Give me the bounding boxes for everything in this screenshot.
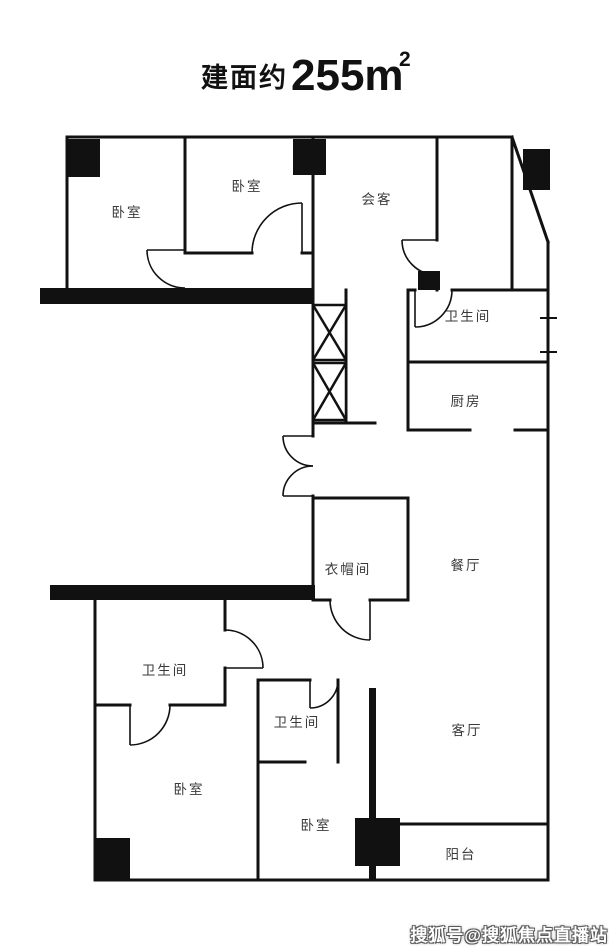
column-top-right — [523, 149, 550, 190]
room-label-balcony: 阳台 — [446, 847, 477, 862]
plan-title: 建面约 255m 2 — [201, 48, 411, 100]
door-reception — [401, 239, 438, 276]
room-label-bedroom-bottom-mid: 卧室 — [301, 817, 332, 833]
door-bath-top — [414, 289, 453, 328]
elevator-shaft-2 — [311, 361, 348, 422]
room-labels: 卧室 卧室 会客 卫生间 厨房 餐厅 衣帽间 卫生间 卫生间 卧室 卧室 客厅 … — [112, 178, 492, 862]
walls-layer — [65, 135, 557, 882]
thick-wall-living-divider — [369, 688, 376, 880]
column-bottom-left — [95, 838, 130, 880]
thick-wall-band-upper — [40, 288, 312, 304]
title-area-text: 255m — [291, 51, 404, 100]
room-label-kitchen: 厨房 — [451, 394, 482, 409]
title-prefix-text: 建面约 — [201, 63, 288, 93]
column-bottom-middle — [355, 818, 400, 866]
column-bathroom-top — [418, 271, 440, 290]
room-label-bath-left: 卫生间 — [142, 663, 189, 678]
door-entry-double-upper — [282, 435, 314, 467]
title-superscript-text: 2 — [399, 48, 411, 71]
watermark-text: 搜狐号@搜狐焦点直播站 — [410, 926, 608, 945]
room-label-bath-top: 卫生间 — [445, 309, 492, 324]
door-bedroom-bottom-left — [129, 704, 171, 746]
thick-wall-band-lower — [50, 585, 315, 600]
room-label-bedroom-top-mid: 卧室 — [232, 178, 263, 194]
elevator-shaft-1 — [311, 303, 348, 362]
room-label-reception: 会客 — [362, 191, 393, 207]
room-label-cloakroom: 衣帽间 — [325, 562, 372, 577]
column-top-left — [68, 139, 100, 177]
thick-walls-columns-layer — [40, 139, 550, 880]
elevator-shafts — [311, 303, 348, 422]
room-label-bedroom-bottom-left: 卧室 — [174, 781, 205, 797]
room-label-bath-mid: 卫生间 — [274, 715, 321, 730]
door-bath-mid — [309, 679, 339, 709]
room-label-bedroom-top-left: 卧室 — [112, 204, 143, 220]
room-label-living: 客厅 — [452, 722, 483, 738]
door-bedroom-top-left — [146, 249, 186, 289]
column-top-middle — [293, 139, 326, 175]
room-label-dining: 餐厅 — [451, 558, 482, 573]
door-entry-double-lower — [282, 465, 314, 497]
door-bath-left — [224, 629, 264, 669]
door-cloakroom — [329, 599, 371, 641]
door-bedroom-top-mid — [251, 202, 303, 254]
doors-layer — [129, 202, 453, 746]
